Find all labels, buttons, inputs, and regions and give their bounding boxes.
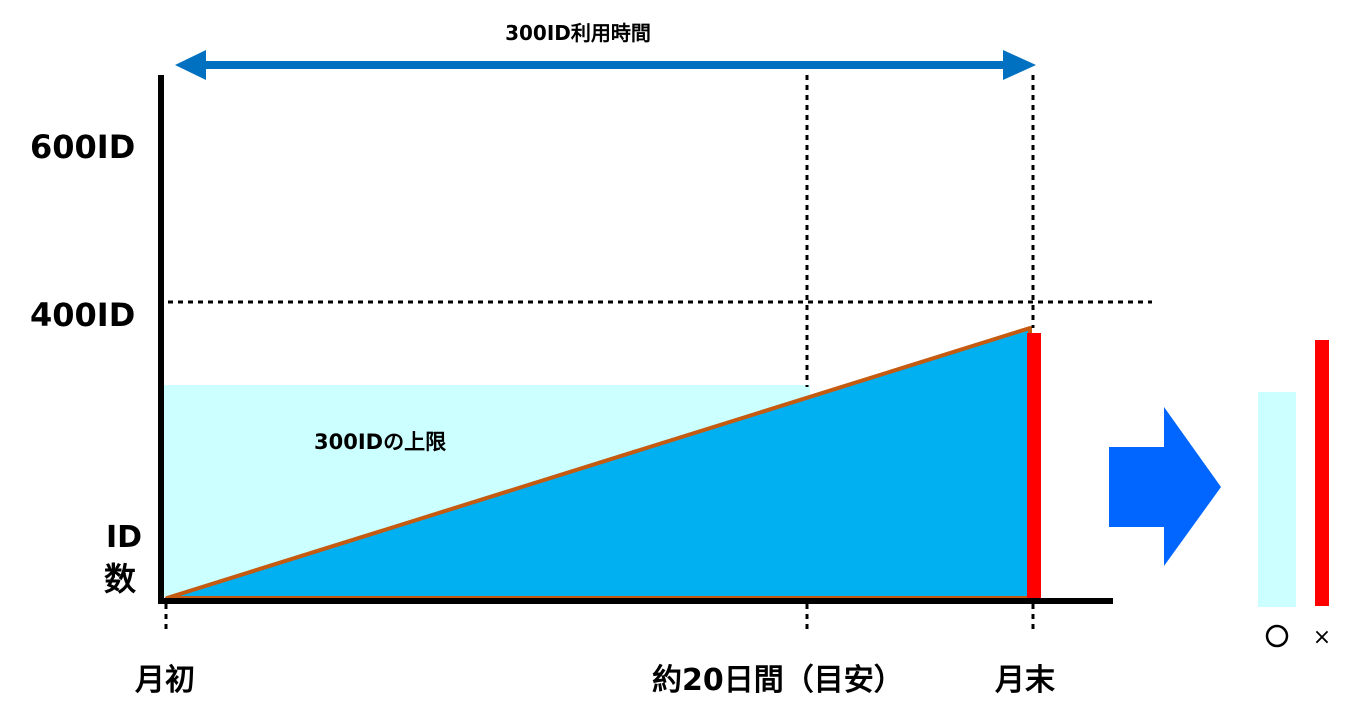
y-label-400id: 400ID (30, 296, 135, 334)
guide-lines (164, 75, 1152, 634)
y-label-600id: 600ID (30, 128, 135, 166)
axis-title-id: ID (106, 520, 142, 555)
x-label-month-end: 月末 (995, 663, 1055, 698)
x-label-20days: 約20日間（目安） (652, 663, 904, 698)
span-arrow-left-head (175, 50, 206, 80)
result-limit-bar (1258, 392, 1296, 607)
span-label: 300ID利用時間 (505, 21, 651, 45)
overage-bar (1027, 333, 1041, 599)
result-arrow (1109, 407, 1221, 566)
limit-label: 300IDの上限 (314, 430, 446, 454)
result-overage-bar (1315, 340, 1329, 606)
axis-title-count: 数 (104, 560, 137, 598)
x-label-month-start: 月初 (135, 663, 195, 698)
span-arrow-right-head (1003, 50, 1036, 80)
span-arrow (175, 50, 1036, 80)
ng-cross-icon: × (1313, 625, 1331, 650)
ok-circle-icon (1265, 624, 1289, 648)
